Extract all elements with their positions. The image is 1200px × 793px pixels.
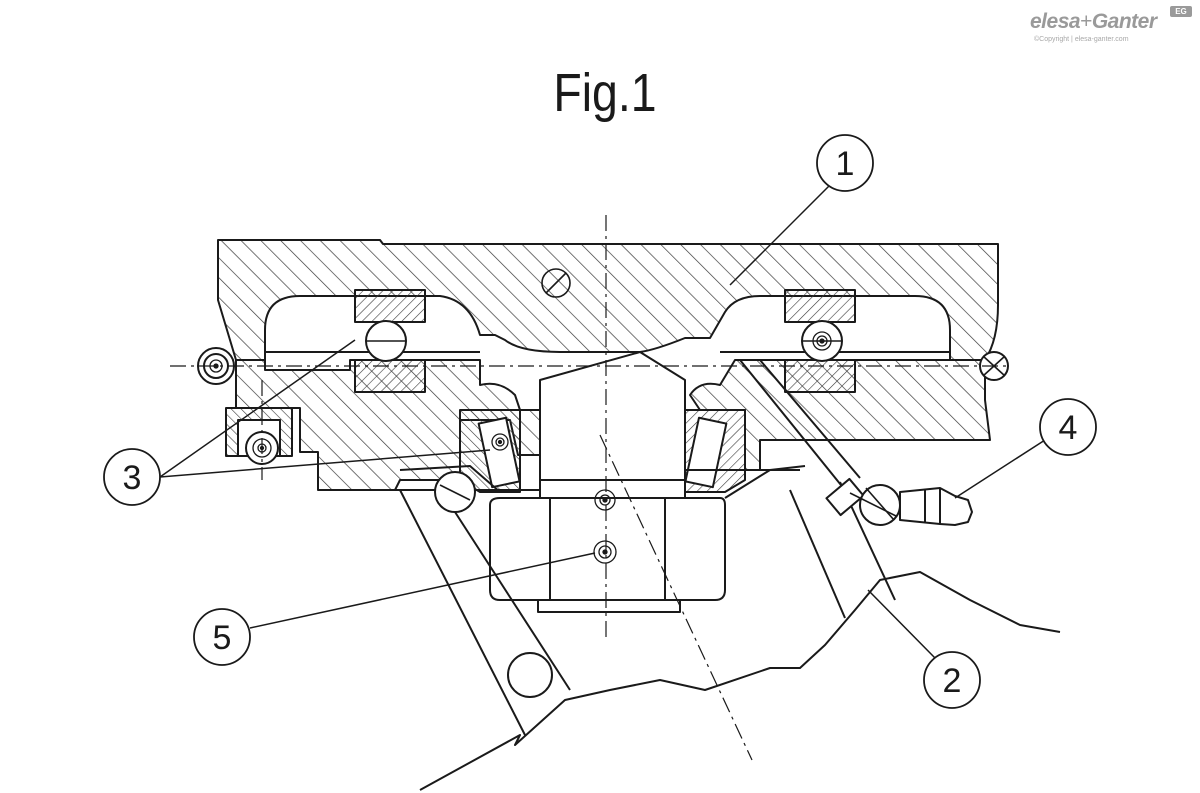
callout-circle-1 bbox=[816, 134, 874, 192]
figure-title: Fig.1 bbox=[553, 63, 657, 123]
leader-3a bbox=[159, 339, 356, 478]
callout-label-3: 3 bbox=[123, 459, 142, 497]
grease-channel bbox=[739, 359, 846, 491]
brand-logo: elesa+Ganter EG ©Copyright | elesa-gante… bbox=[1030, 6, 1192, 46]
grease-nipple-4 bbox=[899, 487, 973, 526]
lower-housing-right bbox=[689, 359, 991, 471]
logo-brand-right: Ganter bbox=[1091, 10, 1157, 33]
logo-wordmark: elesa+Ganter bbox=[1030, 10, 1157, 34]
break-line-lower bbox=[419, 571, 1061, 791]
part-2-base-left bbox=[399, 489, 526, 736]
central-spindle bbox=[539, 351, 686, 481]
part-1-top-plate bbox=[217, 239, 999, 361]
callout-label-4: 4 bbox=[1059, 409, 1078, 447]
leader-4 bbox=[954, 439, 1046, 499]
race-block-upper-left bbox=[354, 289, 426, 323]
callout-circle-3 bbox=[103, 448, 161, 506]
callout-circle-4 bbox=[1039, 398, 1097, 456]
race-block-upper-right bbox=[784, 289, 856, 323]
logo-badge: EG bbox=[1170, 6, 1192, 17]
race-block-lower-left bbox=[354, 359, 426, 393]
leader-2 bbox=[867, 589, 936, 659]
callout-label-5: 5 bbox=[213, 619, 232, 657]
callout-circle-5 bbox=[193, 608, 251, 666]
race-block-lower-right bbox=[784, 359, 856, 393]
nut-5 bbox=[489, 497, 726, 601]
callout-circle-2 bbox=[923, 651, 981, 709]
logo-brand-left: elesa bbox=[1030, 10, 1081, 33]
leader-5 bbox=[249, 552, 596, 629]
leader-1 bbox=[729, 179, 836, 286]
logo-copyright: ©Copyright | elesa-ganter.com bbox=[1034, 36, 1129, 43]
leader-3b bbox=[159, 449, 491, 478]
callout-label-2: 2 bbox=[943, 662, 962, 700]
logo-brand-plus: + bbox=[1080, 10, 1092, 33]
callout-label-1: 1 bbox=[836, 145, 855, 183]
